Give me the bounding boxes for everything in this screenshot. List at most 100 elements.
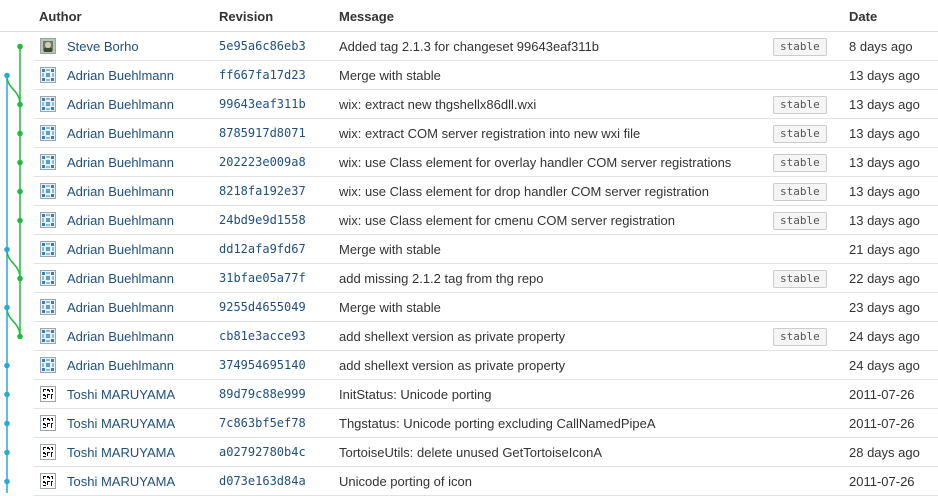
- commit-row[interactable]: Adrian Buehlmann 24bd9e9d1558 wix: use Cla…: [34, 206, 938, 235]
- graph-node: [17, 217, 23, 224]
- revision-link[interactable]: 9255d4655049: [219, 300, 306, 314]
- graph-node: [17, 333, 23, 340]
- commit-date: 13 days ago: [849, 155, 920, 170]
- author-link[interactable]: Adrian Buehlmann: [67, 184, 174, 199]
- author-link[interactable]: Adrian Buehlmann: [67, 300, 174, 315]
- commit-message: wix: use Class element for cmenu COM ser…: [339, 213, 675, 228]
- author-link[interactable]: Adrian Buehlmann: [67, 126, 174, 141]
- commit-row[interactable]: Adrian Buehlmann 31bfae05a77f add missing …: [34, 264, 938, 293]
- commit-date: 13 days ago: [849, 68, 920, 83]
- revision-link[interactable]: a02792780b4c: [219, 445, 306, 459]
- column-header-message[interactable]: Message: [339, 9, 394, 24]
- avatar-icon-adrian: [40, 154, 56, 170]
- table-header: Author Revision Message Date: [0, 0, 938, 32]
- commit-row[interactable]: Steve Borho 5e95a6c86eb3 Added tag 2.1.3 f…: [34, 32, 938, 61]
- avatar-icon-adrian: [40, 241, 56, 257]
- commit-message: wix: use Class element for overlay handl…: [339, 155, 732, 170]
- graph-merge-curve: [6, 75, 21, 105]
- commit-row[interactable]: Toshi MARUYAMA 7c863bf5ef78 Thgstatus: Uni…: [34, 409, 938, 438]
- revision-link[interactable]: 7c863bf5ef78: [219, 416, 306, 430]
- author-link[interactable]: Toshi MARUYAMA: [67, 474, 176, 489]
- avatar-icon-adrian: [40, 357, 56, 373]
- revision-link[interactable]: cb81e3acce93: [219, 329, 306, 343]
- commit-date: 13 days ago: [849, 126, 920, 141]
- graph-node: [17, 130, 23, 137]
- branch-tag[interactable]: stable: [773, 96, 827, 114]
- avatar-icon-adrian: [40, 212, 56, 228]
- branch-tag[interactable]: stable: [773, 183, 827, 201]
- commit-row[interactable]: Adrian Buehlmann 99643eaf311b wix: extract…: [34, 90, 938, 119]
- commit-row[interactable]: Adrian Buehlmann 202223e009a8 wix: use Cla…: [34, 148, 938, 177]
- commit-date: 22 days ago: [849, 271, 920, 286]
- commit-message: add shellext version as private property: [339, 329, 566, 344]
- column-header-date[interactable]: Date: [849, 9, 878, 24]
- commit-row[interactable]: Adrian Buehlmann 8218fa192e37 wix: use Cla…: [34, 177, 938, 206]
- revision-link[interactable]: 31bfae05a77f: [219, 271, 306, 285]
- author-link[interactable]: Adrian Buehlmann: [67, 213, 174, 228]
- author-link[interactable]: Adrian Buehlmann: [67, 155, 174, 170]
- revision-link[interactable]: 8218fa192e37: [219, 184, 306, 198]
- revision-link[interactable]: d073e163d84a: [219, 474, 306, 488]
- commit-date: 2011-07-26: [849, 387, 915, 402]
- author-link[interactable]: Toshi MARUYAMA: [67, 387, 176, 402]
- commit-message: Thgstatus: Unicode porting excluding Cal…: [339, 416, 656, 431]
- commit-message: wix: extract new thgshellx86dll.wxi: [339, 97, 537, 112]
- revision-link[interactable]: 374954695140: [219, 358, 306, 372]
- revision-link[interactable]: 24bd9e9d1558: [219, 213, 306, 227]
- graph-node: [4, 478, 10, 485]
- author-link[interactable]: Adrian Buehlmann: [67, 358, 174, 373]
- revision-link[interactable]: 99643eaf311b: [219, 97, 306, 111]
- author-link[interactable]: Adrian Buehlmann: [67, 97, 174, 112]
- branch-tag[interactable]: stable: [773, 270, 827, 288]
- revision-link[interactable]: dd12afa9fd67: [219, 242, 306, 256]
- author-link[interactable]: Adrian Buehlmann: [67, 242, 174, 257]
- commit-date: 13 days ago: [849, 213, 920, 228]
- commit-row[interactable]: Adrian Buehlmann cb81e3acce93 add shellext…: [34, 322, 938, 351]
- avatar-icon-adrian: [40, 328, 56, 344]
- branch-tag[interactable]: stable: [773, 38, 827, 56]
- author-link[interactable]: Adrian Buehlmann: [67, 329, 174, 344]
- author-link[interactable]: Adrian Buehlmann: [67, 271, 174, 286]
- commit-row[interactable]: Adrian Buehlmann 8785917d8071 wix: extract…: [34, 119, 938, 148]
- avatar-icon-toshi: [40, 415, 56, 431]
- commit-date: 21 days ago: [849, 242, 920, 257]
- commit-row[interactable]: Toshi MARUYAMA d073e163d84a Unicode portin…: [34, 467, 938, 496]
- commit-message: wix: extract COM server registration int…: [339, 126, 641, 141]
- branch-tag[interactable]: stable: [773, 154, 827, 172]
- avatar-icon-adrian: [40, 183, 56, 199]
- branch-tag[interactable]: stable: [773, 125, 827, 143]
- commit-message: wix: use Class element for drop handler …: [339, 184, 709, 199]
- commit-message: Added tag 2.1.3 for changeset 99643eaf31…: [339, 39, 599, 54]
- column-header-author[interactable]: Author: [39, 9, 82, 24]
- avatar-icon-toshi: [40, 473, 56, 489]
- branch-tag[interactable]: stable: [773, 212, 827, 230]
- graph-node: [4, 72, 10, 79]
- commit-message: add missing 2.1.2 tag from thg repo: [339, 271, 544, 286]
- commit-date: 2011-07-26: [849, 416, 915, 431]
- graph-merge-curve: [6, 307, 21, 337]
- commit-date: 8 days ago: [849, 39, 913, 54]
- revision-link[interactable]: 8785917d8071: [219, 126, 306, 140]
- revision-link[interactable]: 89d79c88e999: [219, 387, 306, 401]
- author-link[interactable]: Toshi MARUYAMA: [67, 416, 176, 431]
- author-link[interactable]: Toshi MARUYAMA: [67, 445, 176, 460]
- revision-link[interactable]: 5e95a6c86eb3: [219, 39, 306, 53]
- branch-tag[interactable]: stable: [773, 328, 827, 346]
- commit-message: InitStatus: Unicode porting: [339, 387, 492, 402]
- revision-link[interactable]: ff667fa17d23: [219, 68, 306, 82]
- column-header-revision[interactable]: Revision: [219, 9, 274, 24]
- commit-row[interactable]: Toshi MARUYAMA 89d79c88e999 InitStatus: Un…: [34, 380, 938, 409]
- revision-link[interactable]: 202223e009a8: [219, 155, 306, 169]
- author-link[interactable]: Adrian Buehlmann: [67, 68, 174, 83]
- avatar-icon-toshi: [40, 444, 56, 460]
- avatar-icon-adrian: [40, 125, 56, 141]
- author-link[interactable]: Steve Borho: [67, 39, 139, 54]
- commit-date: 24 days ago: [849, 358, 920, 373]
- commit-message: Unicode porting of icon: [339, 474, 472, 489]
- commit-date: 28 days ago: [849, 445, 920, 460]
